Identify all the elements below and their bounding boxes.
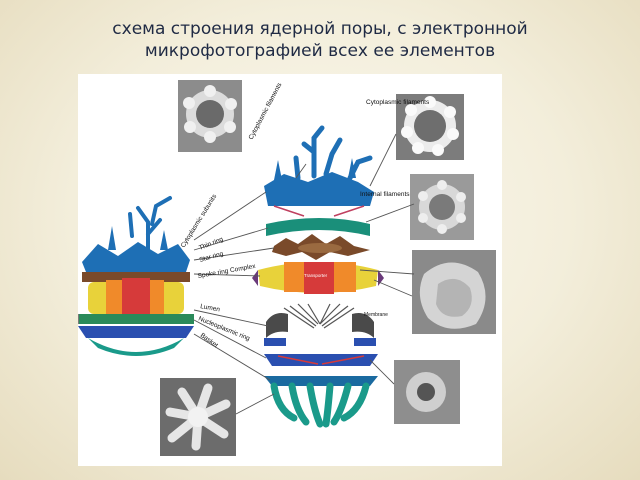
- spoke-ring-complex-part: [252, 262, 384, 294]
- nuclear-pore-figure: Cytoplasmic filaments Cytoplasmic filame…: [78, 74, 502, 466]
- slide-title: схема строения ядерной поры, с электронн…: [0, 18, 640, 62]
- assembled-pore-diagram: [78, 196, 194, 356]
- micrograph-top-left: [178, 80, 242, 152]
- label-basket: Basket: [199, 332, 219, 349]
- label-membrane: Membrane: [364, 312, 388, 318]
- label-lumen: Lumen: [200, 303, 221, 313]
- label-cytoplasmic-filaments-right: Cytoplasmic filaments: [366, 99, 430, 106]
- micrograph-right-1: [396, 94, 464, 160]
- micrograph-right-2: [410, 174, 474, 240]
- label-spoke-ring-complex: Spoke ring Complex: [197, 263, 257, 280]
- leader-lines: [193, 133, 415, 415]
- label-cytoplasmic-filaments-top: Cytoplasmic filaments: [248, 81, 284, 141]
- cytoplasmic-filaments-part: [264, 125, 374, 217]
- micrograph-right-3: [412, 250, 496, 334]
- label-thin-ring: Thin ring: [198, 236, 224, 252]
- label-internal-filaments: Internal filaments: [360, 191, 410, 198]
- title-line-1: схема строения ядерной поры, с электронн…: [112, 19, 528, 39]
- star-ring-part: [272, 234, 370, 260]
- basket-part: [264, 376, 378, 428]
- title-line-2: микрофотографией всех ее элементов: [144, 41, 496, 61]
- nucleoplasmic-ring-part: [264, 354, 378, 366]
- micrograph-right-4: [394, 360, 460, 424]
- label-star-ring: Star ring: [199, 250, 225, 264]
- micrograph-bottom-left: [160, 378, 236, 456]
- thin-ring-part: [266, 218, 370, 236]
- label-transporter: Transporter: [304, 273, 328, 278]
- lumen-membrane-part: [264, 303, 376, 346]
